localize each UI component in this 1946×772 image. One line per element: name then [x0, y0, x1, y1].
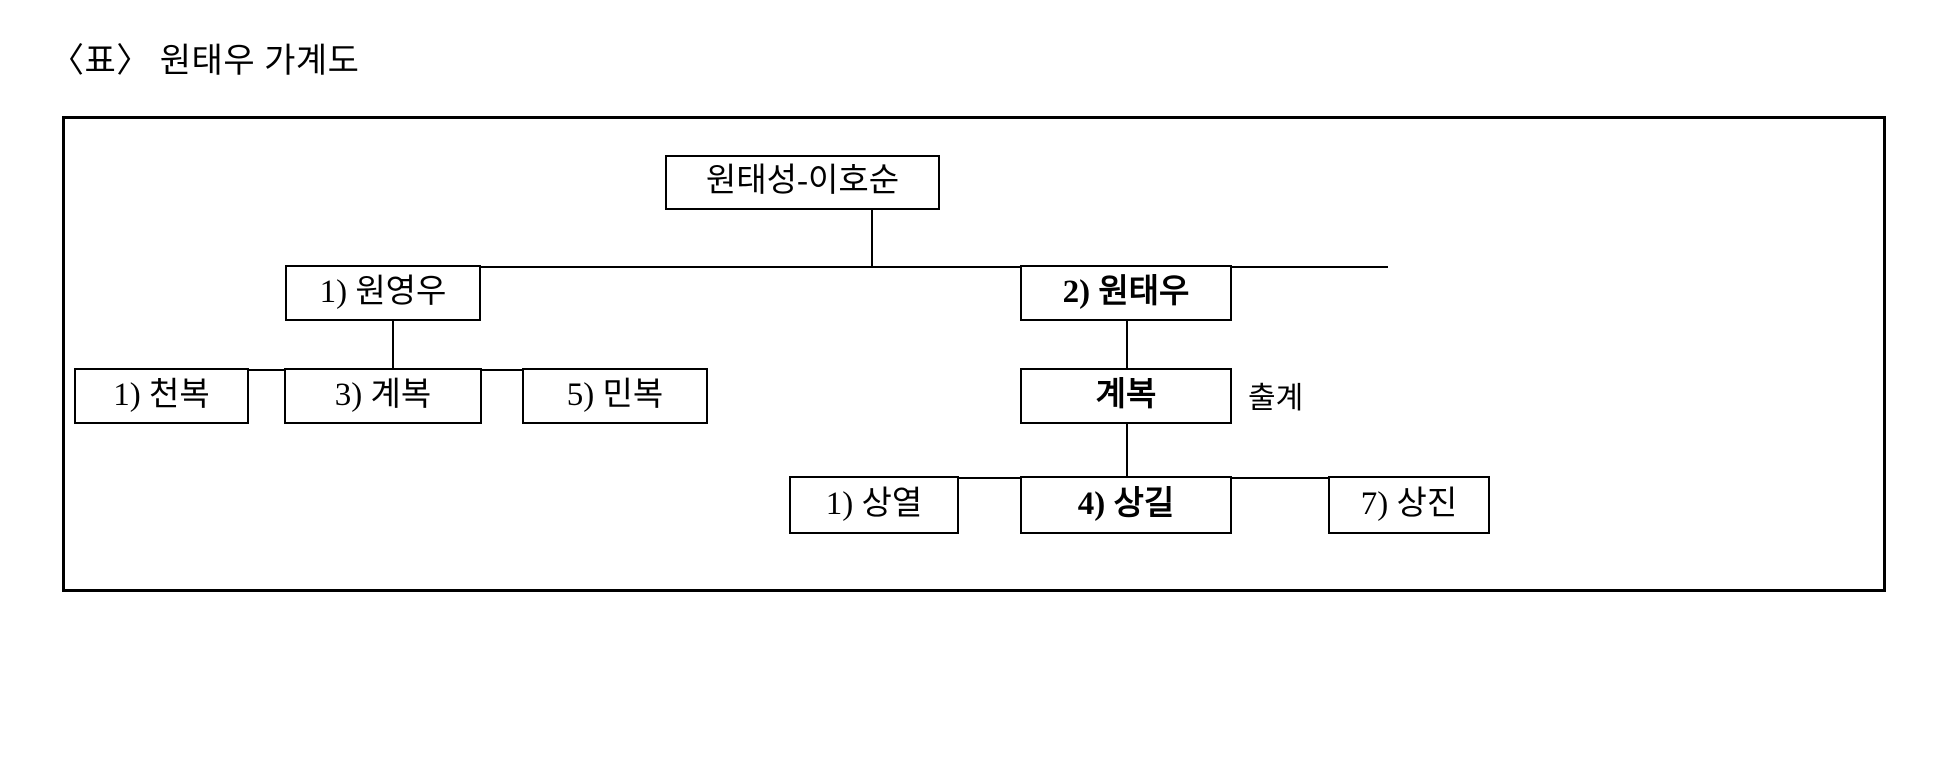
node-g4-c[interactable]: 7) 상진 — [1328, 476, 1490, 534]
node-g3-b[interactable]: 3) 계복 — [284, 368, 482, 424]
node-root-label: 원태성-이호순 — [705, 163, 900, 199]
connector-wontaewoo-stem — [1126, 319, 1128, 371]
node-g4-b-label: 4) 상길 — [1077, 485, 1175, 522]
node-g3-c[interactable]: 5) 민복 — [522, 368, 708, 424]
node-g2-right[interactable]: 2) 원태우 — [1020, 265, 1232, 321]
node-g4-a-label: 1) 상열 — [825, 485, 923, 522]
diagram-frame: 원태성-이호순 1) 원영우 2) 원태우 1) 천복 3) 계복 5) 민복 … — [62, 116, 1886, 592]
node-root[interactable]: 원태성-이호순 — [665, 155, 940, 210]
connector-gyebok-stem — [1126, 423, 1128, 479]
figure-caption: 〈표〉 원태우 가계도 — [50, 43, 360, 80]
node-g3-a[interactable]: 1) 천복 — [74, 368, 249, 424]
node-g2-left[interactable]: 1) 원영우 — [285, 265, 481, 321]
node-g3-d-label: 계복 — [1095, 376, 1157, 413]
node-g4-b[interactable]: 4) 상길 — [1020, 476, 1232, 534]
node-g2-left-label: 1) 원영우 — [319, 273, 447, 310]
node-g3-d[interactable]: 계복 — [1020, 368, 1232, 424]
node-g3-c-label: 5) 민복 — [566, 376, 664, 413]
node-g3-a-label: 1) 천복 — [113, 376, 210, 413]
node-g4-c-label: 7) 상진 — [1360, 485, 1458, 522]
node-g4-a[interactable]: 1) 상열 — [789, 476, 959, 534]
annotation-chulgye: 출계 — [1248, 382, 1304, 415]
node-g3-b-label: 3) 계복 — [334, 376, 432, 413]
connector-wonyeongu-stem — [392, 319, 394, 371]
node-g2-right-label: 2) 원태우 — [1062, 273, 1190, 310]
connector-generation2-bus — [354, 266, 1388, 268]
connector-root-stem — [871, 209, 873, 267]
